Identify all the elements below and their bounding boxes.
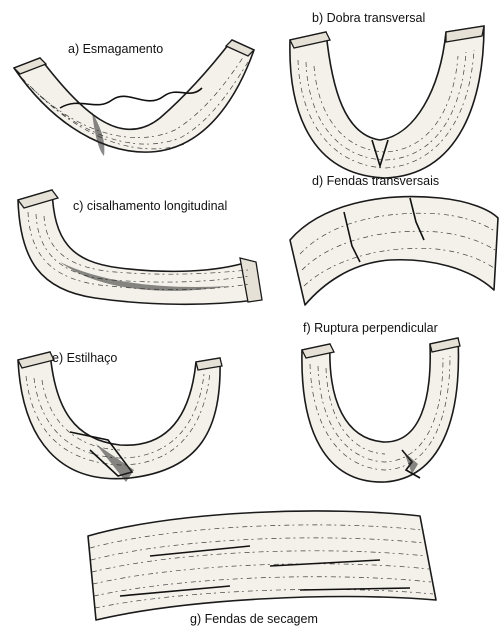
label-c-longitudinal-shear: c) cisalhamento longitudinal [73, 200, 227, 213]
beam-f-perpendicular-rupture [302, 338, 460, 482]
label-f-perpendicular-rupture: f) Ruptura perpendicular [303, 322, 438, 335]
label-b-cross-bend: b) Dobra transversal [312, 12, 425, 25]
beam-a-crushing [14, 40, 254, 156]
beam-d-transverse-cracks [290, 197, 498, 305]
beam-e-splinter [18, 352, 222, 482]
label-d-transverse-cracks: d) Fendas transversais [312, 175, 439, 188]
beam-g-drying-checks [88, 511, 436, 620]
label-g-drying-checks: g) Fendas de secagem [190, 613, 318, 626]
label-a-crushing: a) Esmagamento [68, 43, 163, 56]
beam-b-cross-bend [290, 26, 484, 178]
label-e-splinter: e) Estilhaço [52, 352, 117, 365]
